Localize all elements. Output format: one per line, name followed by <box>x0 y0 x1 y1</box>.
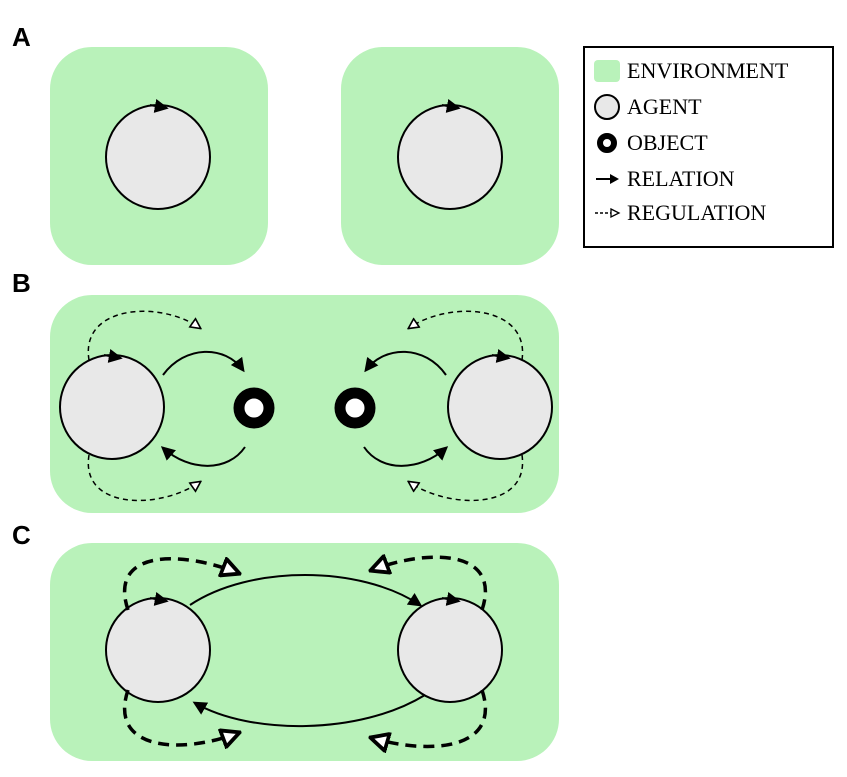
panel-label-a: A <box>12 22 31 52</box>
legend-item-regulation: REGULATION <box>593 198 766 228</box>
self-relation-arrow-c-left <box>149 592 169 606</box>
object-ring-icon <box>597 133 617 153</box>
regulation-arrow-c-right-bottom <box>372 689 487 746</box>
legend-label-object: OBJECT <box>627 130 708 155</box>
self-relation-arrow-b-left <box>103 349 123 363</box>
regulation-arrow-b-left-bottom <box>87 454 200 502</box>
legend-item-object: OBJECT <box>593 128 708 158</box>
legend-label-relation: RELATION <box>627 166 735 191</box>
agent-c-left <box>105 597 211 703</box>
regulation-arrow-c-left-bottom <box>122 689 238 745</box>
legend-label-environment: ENVIRONMENT <box>627 58 789 83</box>
legend: ENVIRONMENT AGENT OBJECT RELATION <box>583 46 834 248</box>
agent-a-left <box>105 104 211 210</box>
regulation-arrow-c-right-top <box>372 557 488 611</box>
regulation-arrow-b-left-top <box>87 310 200 361</box>
panel-a <box>50 47 559 265</box>
panel-c <box>50 543 559 761</box>
legend-label-agent: AGENT <box>627 94 702 119</box>
solid-arrow-icon <box>596 174 619 184</box>
legend-label-regulation: REGULATION <box>627 200 767 225</box>
environment-c <box>50 543 559 761</box>
panel-b <box>50 295 559 513</box>
agent-circle-icon <box>594 94 620 120</box>
relation-arrow-c-right-to-left <box>192 694 426 727</box>
regulation-arrow-b-right-top <box>409 310 524 361</box>
relation-arrow-b-left-out <box>162 350 245 376</box>
dashed-open-arrow-icon <box>595 207 621 219</box>
legend-item-environment: ENVIRONMENT <box>593 56 788 86</box>
regulation-arrow-b-right-bottom <box>409 454 524 502</box>
self-relation-arrow-a-left <box>149 99 169 113</box>
relation-arrow-b-left-in <box>160 446 246 467</box>
agent-c-right <box>397 597 503 703</box>
self-relation-arrow-a-right <box>441 99 461 113</box>
regulation-arrow-c-left-top <box>122 559 238 611</box>
agent-b-left <box>59 354 165 460</box>
self-relation-arrow-c-right <box>441 592 461 606</box>
self-relation-arrow-b-right <box>491 349 511 363</box>
agent-a-right <box>397 104 503 210</box>
environment-swatch-icon <box>594 60 620 82</box>
relation-arrow-c-left-to-right <box>189 574 423 607</box>
legend-item-agent: AGENT <box>593 92 702 122</box>
relation-arrow-b-right-in <box>363 446 449 467</box>
panel-label-c: C <box>12 520 31 550</box>
relation-arrow-b-right-out <box>364 350 447 376</box>
object-b-left <box>233 387 275 429</box>
agent-b-right <box>447 354 553 460</box>
object-b-right <box>334 387 376 429</box>
panel-label-b: B <box>12 268 31 298</box>
legend-item-relation: RELATION <box>593 164 735 194</box>
